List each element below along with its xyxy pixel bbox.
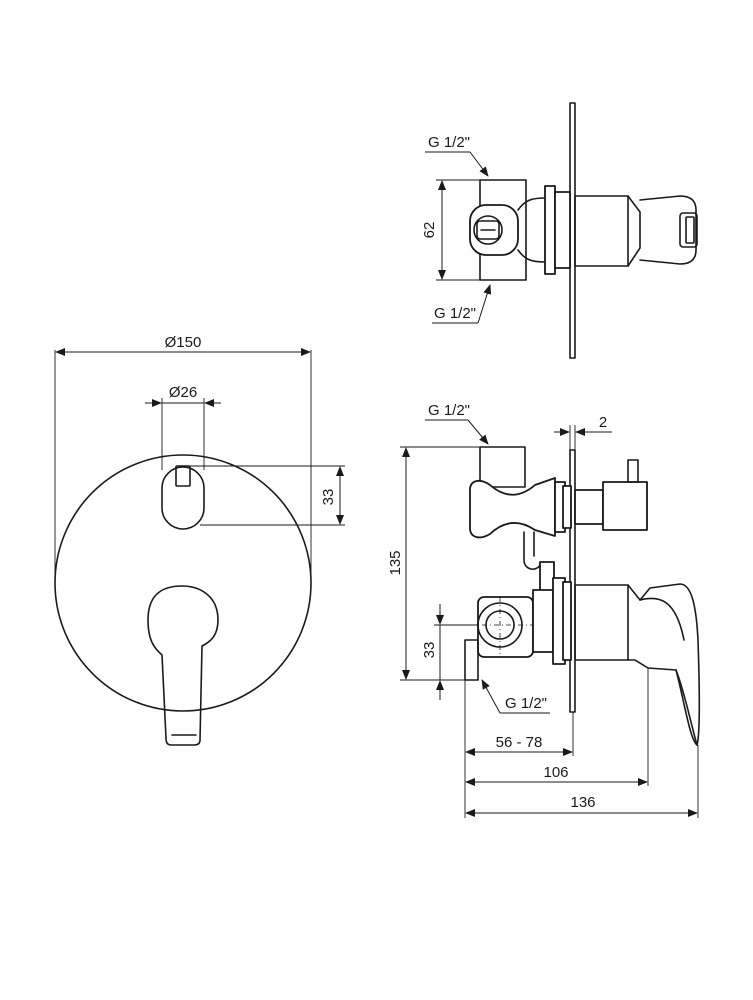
dim-install-depth: 56 - 78 <box>464 680 574 818</box>
dim-depth-106: 106 <box>465 668 649 786</box>
dim-depth-136: 136 <box>465 745 699 818</box>
dim-plate-thickness: 2 <box>554 414 612 450</box>
side-connection-callout-top: G 1/2" <box>425 402 489 445</box>
side-connection-label-top: G 1/2" <box>428 402 470 419</box>
body-width-label: 62 <box>421 222 438 239</box>
top-connection-label-bottom: G 1/2" <box>434 305 476 322</box>
selector-offset-label: 33 <box>320 489 337 506</box>
dim-diameter-150: Ø150 <box>54 334 312 580</box>
side-connection-callout-bottom: G 1/2" <box>481 679 550 714</box>
side-upper-box <box>479 446 526 488</box>
diverter-knob <box>161 465 205 530</box>
lever-handle <box>147 585 219 746</box>
install-depth-label: 56 - 78 <box>496 734 543 751</box>
cover-plate <box>54 454 312 712</box>
depth-136-label: 136 <box>570 794 595 811</box>
side-view: 2 135 33 G 1/2" G 1/2" <box>387 402 701 818</box>
side-connection-label-bottom: G 1/2" <box>505 695 547 712</box>
selector-diameter-label: Ø26 <box>169 384 197 401</box>
side-mixer-handle <box>574 583 701 746</box>
dim-diameter-26: Ø26 <box>145 384 221 470</box>
top-view: 62 G 1/2" G 1/2" <box>421 102 698 359</box>
dim-body-width: 62 <box>421 179 480 281</box>
top-inlet-connector <box>469 204 519 256</box>
top-connection-callout-top: G 1/2" <box>425 134 489 177</box>
plate-thickness-label: 2 <box>599 414 607 431</box>
total-height-label: 135 <box>387 550 404 575</box>
side-wall-plate <box>569 449 576 713</box>
top-connection-label-top: G 1/2" <box>428 134 470 151</box>
outlet-offset-label: 33 <box>421 642 438 659</box>
dim-outlet-offset: 33 <box>421 604 478 700</box>
top-connection-callout-bottom: G 1/2" <box>432 284 492 324</box>
depth-106-label: 106 <box>543 764 568 781</box>
dim-selector-offset: 33 <box>190 465 345 526</box>
diameter-label: Ø150 <box>165 334 202 351</box>
front-view: Ø150 Ø26 33 <box>54 334 345 746</box>
